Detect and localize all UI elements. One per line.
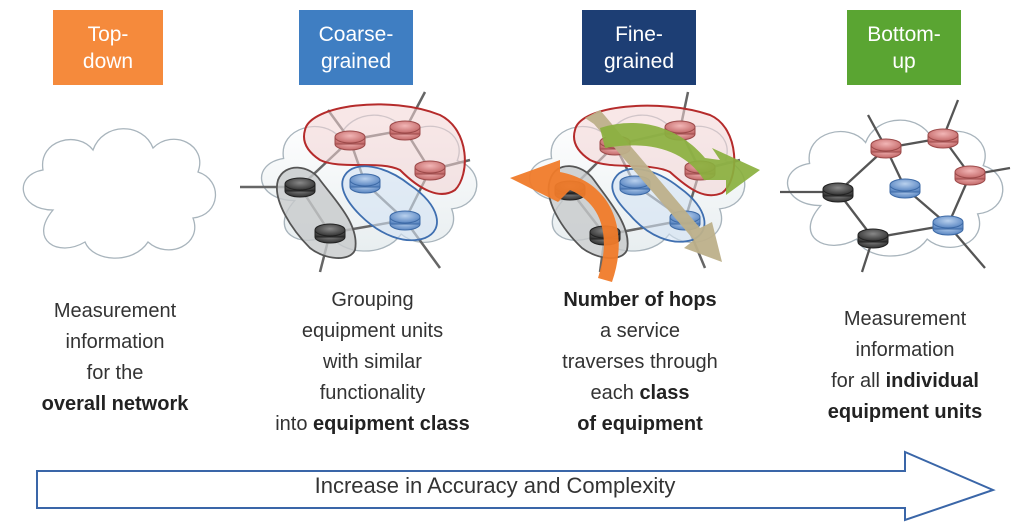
desc-text: functionality [319,382,426,404]
desc-line: of equipment [530,409,750,440]
desc-line: information [790,335,1018,366]
arrow-label: Increase in Accuracy and Complexity [314,473,676,498]
desc-text: traverses through [562,351,718,373]
desc-text: equipment units [301,320,444,342]
desc-emphasis: equipment units [827,401,983,423]
orange-hop-arrow [510,160,619,282]
desc-line: for the [10,358,220,389]
desc-top-down: Measurement information for the overall net… [10,296,220,420]
desc-emphasis: class [639,382,690,404]
desc-line: Number of hops [530,285,750,316]
desc-emphasis: overall network [41,393,189,415]
desc-line: functionality [250,378,495,409]
cloud-fine-grained [510,91,760,282]
desc-text: into [275,413,314,435]
desc-line: Grouping [250,285,495,316]
desc-line: each class [530,378,750,409]
cloud-bottom-up [780,99,1011,273]
desc-text: each [590,382,640,404]
desc-text: for the [86,362,144,384]
khaki-hop-arrow [585,110,722,262]
desc-emphasis: individual [885,370,979,392]
label-top-down: Top- down [53,10,163,85]
desc-line: Measurement [790,304,1018,335]
green-hop-arrow [600,122,760,195]
desc-emphasis: equipment class [313,413,470,435]
desc-line: into equipment class [250,409,495,440]
desc-line: a service [530,316,750,347]
label-coarse-grained: Coarse- grained [299,10,413,85]
desc-text: for all [831,370,886,392]
desc-line: Measurement [10,296,220,327]
desc-text: Measurement [843,308,967,330]
desc-line: with similar [250,347,495,378]
desc-line: for all individual [790,366,1018,397]
desc-fine-grained: Number of hops a service traverses through… [530,285,750,440]
desc-text: a service [599,320,681,342]
desc-text: information [855,339,955,361]
desc-text: information [65,331,165,353]
desc-line: equipment units [790,397,1018,428]
desc-text: Measurement [53,300,177,322]
desc-coarse-grained: Grouping equipment units with similar funct… [250,285,495,440]
desc-text: Grouping [331,289,414,311]
desc-emphasis: Number of hops [563,289,717,311]
cloud-top-down [22,128,217,259]
label-fine-grained: Fine- grained [582,10,696,85]
desc-line: information [10,327,220,358]
desc-bottom-up: Measurement information for all individual… [790,304,1018,428]
desc-line: equipment units [250,316,495,347]
desc-line: overall network [10,389,220,420]
increase-arrow [36,450,996,522]
label-bottom-up: Bottom- up [847,10,961,85]
desc-emphasis: of equipment [577,413,703,435]
desc-text: with similar [323,351,422,373]
desc-line: traverses through [530,347,750,378]
cloud-coarse-grained [240,91,478,273]
